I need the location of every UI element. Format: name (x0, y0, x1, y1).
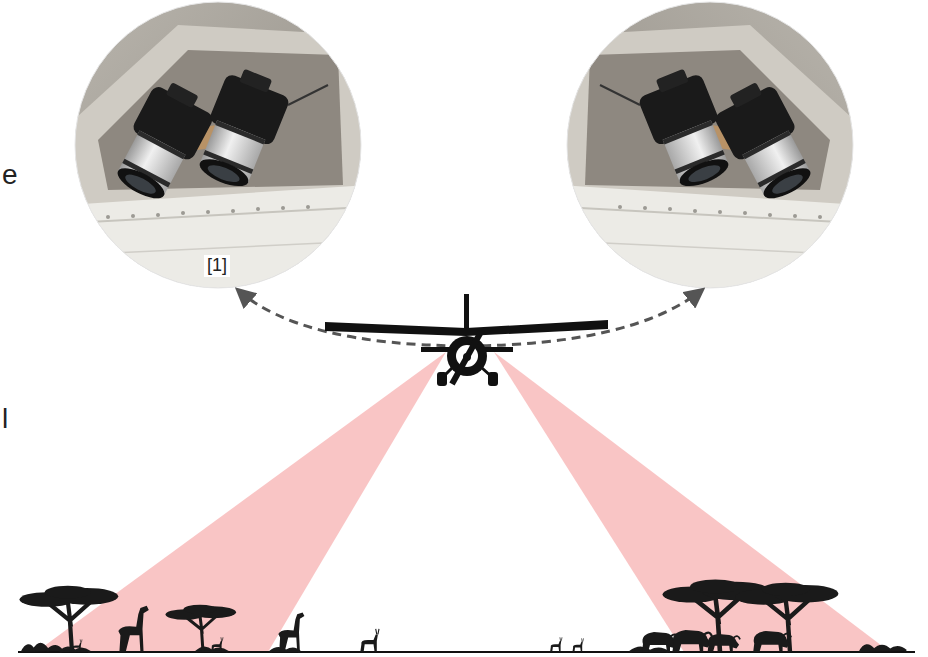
camera-photo (560, 0, 860, 295)
cut-off-text: l (2, 404, 8, 435)
cut-off-text: e (2, 160, 18, 191)
camera-footprint (36, 352, 446, 652)
savanna-silhouette (18, 580, 915, 652)
camera-footprint (494, 352, 890, 652)
callout-number: [1] (204, 255, 230, 277)
airplane-silhouette (325, 294, 608, 386)
camera-photo (68, 0, 368, 295)
